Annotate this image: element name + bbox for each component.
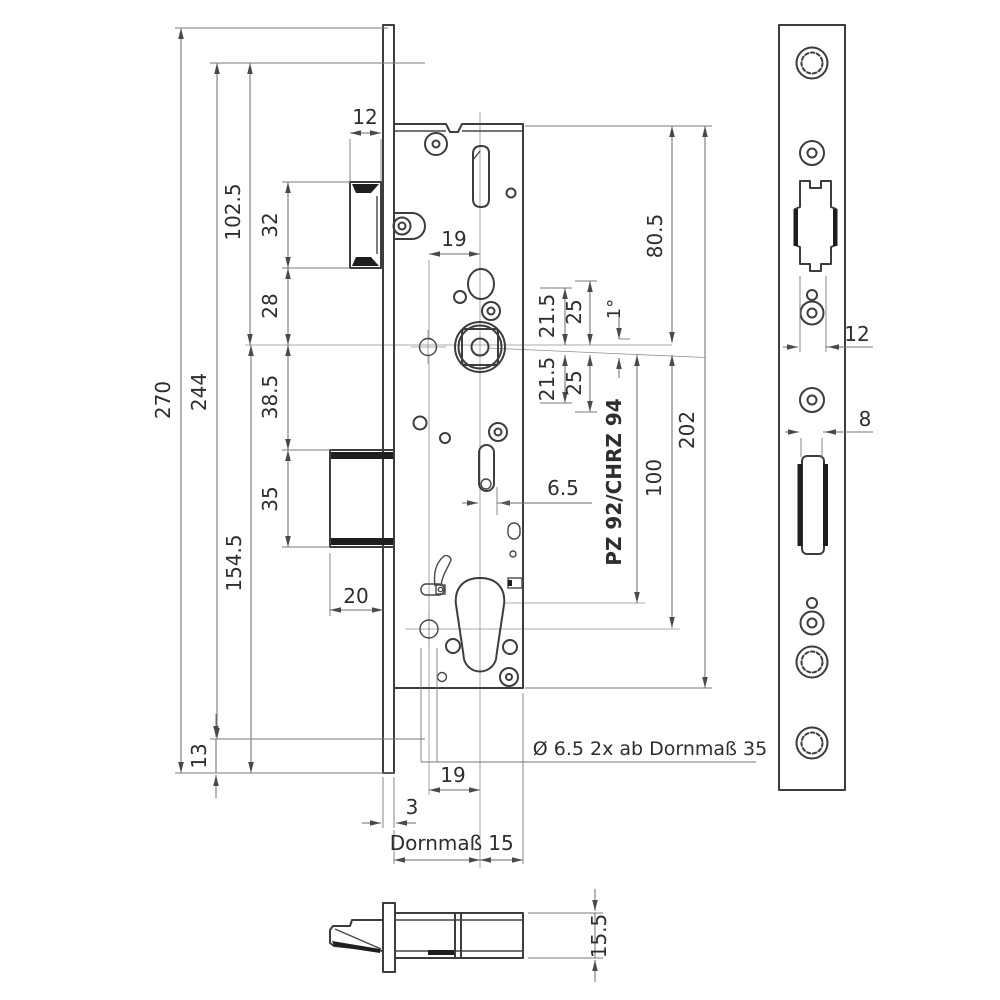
- dim-19-bottom-label: 19: [440, 763, 465, 787]
- dim-154-5-label: 154.5: [222, 534, 246, 591]
- faceplate-pin-hole-upper: [806, 289, 818, 301]
- dim-12-label: 12: [352, 105, 377, 129]
- dim-1deg-label: 1°: [604, 299, 625, 319]
- screw-hole-bottom: [499, 667, 519, 687]
- faceplate-pin-hole-lower: [806, 597, 818, 609]
- dim-3-label: 3: [406, 795, 419, 819]
- main-view-extension-lines: [175, 27, 756, 864]
- dim-28-label: 28: [258, 293, 282, 318]
- fixing-hole-lower: [419, 619, 439, 639]
- top-slot: [472, 145, 490, 208]
- dim-270-label: 270: [151, 381, 175, 419]
- dim-100-label: 100: [642, 459, 666, 497]
- dim-35-label: 35: [258, 486, 282, 511]
- main-view-centerlines: [245, 112, 706, 868]
- dim-19-top-label: 19: [441, 227, 466, 251]
- latch-bolt: [349, 181, 382, 269]
- bottom-dim-15-5-label: 15.5: [587, 914, 611, 959]
- small-hole-a: [412, 415, 428, 431]
- tiny-hole-bottom: [436, 671, 448, 683]
- small-hole-c: [445, 638, 461, 654]
- dim-21-5-upper-label: 21.5: [535, 294, 559, 339]
- small-hole-b: [439, 432, 451, 444]
- backset-label: Dornmaß: [390, 831, 483, 855]
- faceplate-screw-mid: [799, 300, 825, 326]
- faceplate-screw-bottom: [799, 610, 825, 636]
- dim-20-label: 20: [343, 584, 368, 608]
- deadbolt: [329, 449, 395, 548]
- faceplate-front: [778, 24, 846, 791]
- main-view-dimensions: [178, 28, 708, 863]
- faceplate-dim-8-label: 8: [859, 407, 872, 431]
- dim-25-lower-label: 25: [562, 370, 586, 395]
- small-slot: [507, 522, 521, 540]
- faceplate-front-view: 12 8: [778, 24, 873, 791]
- hole-note-label: Ø 6.5 2x ab Dornmaß 35: [533, 738, 767, 760]
- vertical-slot: [478, 444, 495, 492]
- dim-80-5-label: 80.5: [643, 214, 667, 259]
- small-hole-top: [505, 187, 517, 199]
- bottom-extension-lines: [528, 912, 603, 959]
- bottom-lock-body: [394, 912, 524, 959]
- dim-6-5-label: 6.5: [547, 476, 579, 500]
- hook-lever: [420, 554, 452, 596]
- dim-25-upper-label: 25: [562, 299, 586, 324]
- faceplate-latch-opening: [793, 180, 838, 272]
- faceplate-torx-screw-mid: [795, 645, 829, 679]
- screw-below-follower: [488, 422, 508, 442]
- faceplate-dim-12-label: 12: [844, 322, 869, 346]
- main-view: 270 244 102.5 154.5 32 28 38.5 35 13 12 …: [151, 24, 767, 868]
- faceplate-torx-screw-top: [795, 46, 829, 80]
- follower-hub: [454, 321, 506, 373]
- dim-202-label: 202: [675, 411, 699, 449]
- bottom-faceplate-bar: [382, 902, 396, 973]
- case-screw-hole-top: [424, 132, 448, 156]
- dim-244-label: 244: [187, 373, 211, 411]
- faceplate-dimension-lines: [783, 344, 844, 435]
- bottom-view: 15.5: [329, 889, 611, 982]
- top-slot-bevel: [472, 150, 481, 161]
- stop-detail: [507, 577, 523, 589]
- dim-102-5-label: 102.5: [221, 183, 245, 240]
- faceplate-bolt-opening: [797, 455, 828, 555]
- screw-above-follower: [481, 301, 501, 321]
- oval-hole: [467, 268, 495, 300]
- small-hole-d: [502, 639, 518, 655]
- bottom-latch-tip: [329, 919, 384, 953]
- dim-38-5-label: 38.5: [258, 375, 282, 420]
- main-view-geometry: [329, 24, 524, 774]
- dim-32-label: 32: [258, 212, 282, 237]
- slot-end-hole: [480, 478, 492, 490]
- tiny-hole: [509, 550, 517, 558]
- dim-13-label: 13: [187, 743, 211, 768]
- fixing-hole-upper: [418, 337, 438, 357]
- latch-roller: [392, 212, 426, 240]
- euro-cylinder-hole: [454, 577, 506, 673]
- lock-type-label: PZ 92/CHRZ 94: [602, 398, 626, 565]
- faceplate-screw-upper: [799, 140, 825, 166]
- faceplate-edge: [382, 24, 395, 774]
- dim-15-label: 15: [488, 831, 513, 855]
- faceplate-torx-screw-bottom: [795, 726, 829, 760]
- dim-21-5-lower-label: 21.5: [535, 357, 559, 402]
- small-hole-above-follower: [453, 290, 467, 304]
- faceplate-screw-lower: [799, 387, 825, 413]
